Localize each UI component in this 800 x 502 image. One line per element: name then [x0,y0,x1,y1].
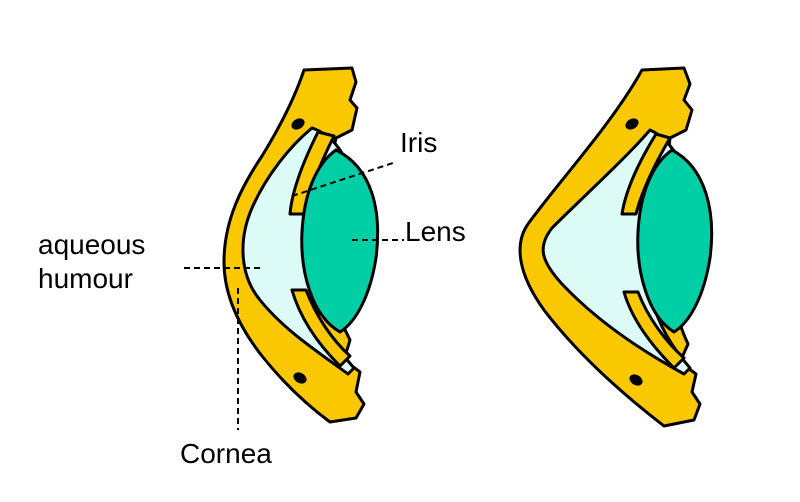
left-lens [300,148,380,334]
right-dot-bottom [629,374,643,386]
aqueous-label-line2: humour [38,263,133,294]
cornea-label: Cornea [180,438,272,469]
aqueous-label-line1: aqueous [38,229,146,260]
left-dot-top [291,118,305,130]
left-iris-lower [290,288,352,368]
right-iris-upper [620,132,672,216]
right-eye [518,66,714,428]
left-eye [184,66,404,430]
lens-label: Lens [405,216,466,247]
iris-label: Iris [400,127,438,158]
right-dot-top [625,118,639,130]
right-lens [636,148,714,334]
aqueous-humour-label: aqueous humour [38,228,145,296]
left-dot-bottom [293,372,307,384]
right-iris-lower [622,290,686,370]
iris-leader [291,161,397,197]
